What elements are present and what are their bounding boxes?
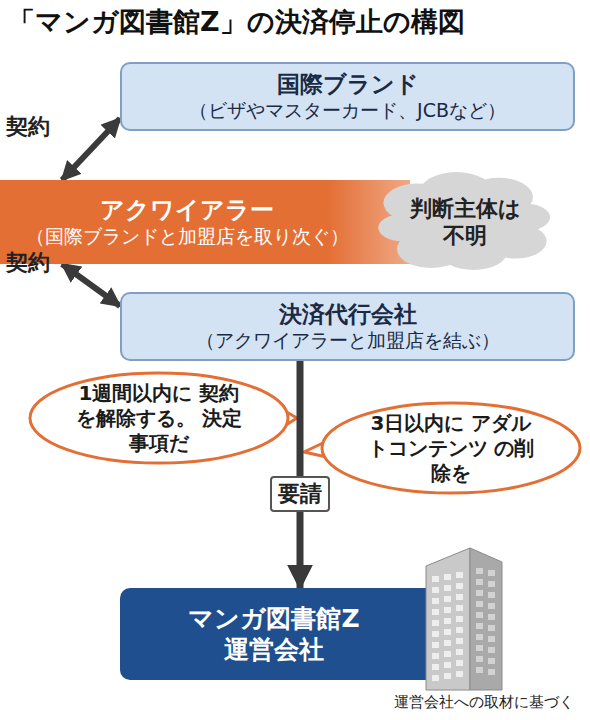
building-window [432,653,439,659]
building-window [476,579,483,585]
building-window [456,605,463,611]
building-window [456,594,463,600]
building-window [444,607,451,613]
building-window [476,568,483,574]
building-window [444,585,451,591]
building-window [456,627,463,633]
building-window [432,598,439,604]
node-heading: アクワイアラー [100,195,274,225]
node-heading: 判断主体は 不明 [407,195,524,250]
cloud-shape [380,174,550,270]
connector-arrow [62,119,120,181]
acquirer-band: アクワイアラー（国際ブランドと加盟店を取り次ぐ） [0,180,410,264]
building-window [476,612,483,618]
building-window [432,576,439,582]
building-window [456,583,463,589]
building-window [456,649,463,655]
diagram-title: 「マンガ図書館Z」の決済停止の構図 [8,4,465,40]
building-window [444,673,451,679]
building-window [488,614,495,620]
building-window [444,618,451,624]
building-window [432,620,439,626]
brand-box: 国際ブランド（ビザやマスターカード、JCBなど） [120,62,575,131]
building-window [488,581,495,587]
operator-box: マンガ図書館Z 運営会社 [120,588,500,680]
edge-label: 契約 [6,112,50,142]
building-window [432,587,439,593]
building-window [488,658,495,664]
building-window [444,596,451,602]
edge-label: 要請 [270,476,330,512]
connector-arrow [297,361,304,589]
building-window [456,638,463,644]
node-heading: 国際ブランド [277,70,419,99]
building-window [432,642,439,648]
source-note: 運営会社への取材に基づく [392,693,576,712]
building-window [488,603,495,609]
building-window [444,629,451,635]
connector-arrow [62,264,120,306]
building-window [476,623,483,629]
edge-label: 契約 [6,248,50,278]
speech-bubble: 1週間以内に 契約を解除する。 決定事項だ [26,370,292,466]
building-window [488,592,495,598]
building-window [456,671,463,677]
building-window [476,667,483,673]
node-heading: マンガ図書館Z 運営会社 [179,603,369,666]
building-window [444,662,451,668]
building-window [444,574,451,580]
building-window [432,675,439,681]
building-window [488,570,495,576]
building-window [456,572,463,578]
note-cloud: 判断主体は 不明 [380,174,550,270]
building-window [476,601,483,607]
node-heading: 決済代行会社 [279,300,417,329]
building-window [456,616,463,622]
building-window [432,664,439,670]
building-window [476,590,483,596]
node-heading: 3日以内に アダルトコンテンツ の削除を [367,411,535,486]
building-window [476,656,483,662]
building-window [444,651,451,657]
agent-box: 決済代行会社（アクワイアラーと加盟店を結ぶ） [120,292,575,361]
building-window [432,609,439,615]
building-window [476,634,483,640]
node-heading: 1週間以内に 契約を解除する。 決定事項だ [75,381,243,456]
building-window [488,636,495,642]
building-window [476,645,483,651]
building-window [456,660,463,666]
building-window [488,625,495,631]
node-body: （アクワイアラーと加盟店を結ぶ） [196,329,500,353]
building-window [488,647,495,653]
building-window [488,669,495,675]
speech-bubble: 3日以内に アダルトコンテンツ の削除を [318,400,584,496]
building-window [432,631,439,637]
node-body: （国際ブランドと加盟店を取り次ぐ） [26,225,349,249]
building-window [444,640,451,646]
node-body: （ビザやマスターカード、JCBなど） [189,99,506,123]
